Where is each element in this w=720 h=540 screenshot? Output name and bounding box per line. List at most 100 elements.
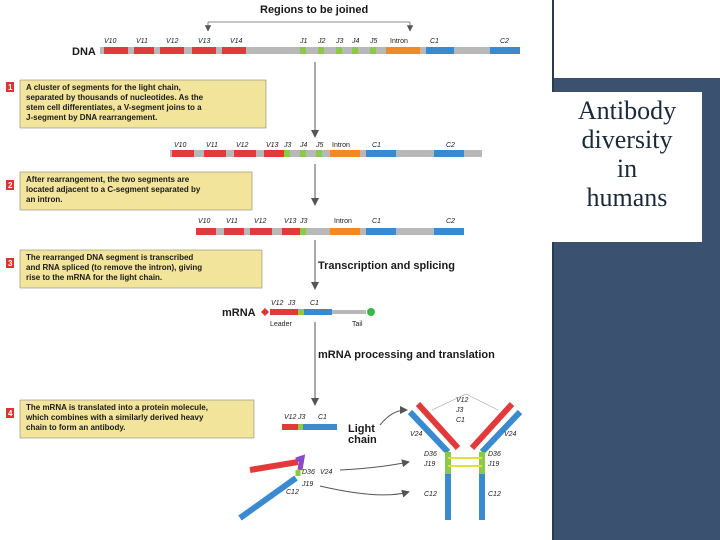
- step-text-line: stem cell differentiates, a V-segment jo…: [26, 103, 202, 112]
- light-chain-label: Light: [348, 423, 375, 435]
- step-text-line: rise to the mRNA for the light chain.: [26, 273, 162, 282]
- segment-label: Intron: [334, 218, 352, 225]
- segment-label: C1: [372, 142, 381, 149]
- segment-label: C2: [446, 142, 455, 149]
- segment-label: D36: [488, 451, 501, 458]
- segment-label: V11: [226, 218, 238, 225]
- header-label: Regions to be joined: [260, 4, 368, 16]
- dna-row-adjacent: V10 V11 V12 V13 J3 Intron C1 C2: [196, 218, 464, 235]
- segment-label: J19: [301, 481, 313, 488]
- dna-row-germline: V10 V11 V12 V13 V14 J1 J2 J3 J4 J5 Intro…: [100, 38, 520, 54]
- segment-label: C12: [488, 491, 501, 498]
- segment-label: J3: [283, 142, 292, 149]
- segment-label: D36: [424, 451, 437, 458]
- step-2-box: 2 After rearrangement, the two segments …: [6, 171, 253, 211]
- heavy-chain: D36 V24 J19 C12: [238, 454, 333, 521]
- step-text-line: The mRNA is translated into a protein mo…: [26, 403, 208, 412]
- segment-label: C1: [318, 414, 327, 421]
- segment-label: V12: [254, 218, 267, 225]
- step-text-line: After rearrangement, the two segments ar…: [26, 175, 190, 184]
- segment-label: V10: [174, 142, 187, 149]
- segment-label: C2: [500, 38, 509, 45]
- assembly-arrow: [339, 459, 410, 471]
- tail-marker: [367, 308, 375, 316]
- step-4-box: 4 The mRNA is translated into a protein …: [6, 399, 255, 439]
- step-number-badge: [6, 408, 14, 418]
- title-line: diversity: [581, 125, 673, 154]
- title-line: in: [616, 154, 638, 183]
- light-chain: V12 J3 C1 Light chain: [282, 414, 377, 446]
- segment-label: C1: [310, 300, 319, 307]
- segment-label: V24: [320, 469, 333, 476]
- transcription-label: Transcription and splicing: [318, 260, 455, 272]
- segment-label: C1: [456, 417, 465, 424]
- title-panel: [552, 0, 720, 540]
- segment-label: Intron: [390, 38, 408, 45]
- step-text-line: A cluster of segments for the light chai…: [26, 83, 181, 92]
- segment-label: C2: [446, 218, 455, 225]
- step-3-box: 3 The rearranged DNA segment is transcri…: [6, 249, 263, 289]
- step-text-line: separated by thousands of nucleotides. A…: [26, 93, 204, 102]
- step-text-line: and RNA spliced (to remove the intron), …: [26, 263, 202, 272]
- segment-label: V13: [198, 38, 211, 45]
- step-text-line: located adjacent to a C-segment separate…: [26, 185, 201, 194]
- step-text-line: J-segment by DNA rearrangement.: [26, 113, 157, 122]
- step-number-badge: [6, 180, 14, 190]
- segment-label: V13: [266, 142, 279, 149]
- segment-label: V11: [206, 142, 218, 149]
- antibody-molecule: V12 J3 C1 V24 V24 D36 J19 D36 J19 C12 C1…: [407, 393, 523, 520]
- panel-top-strip: [552, 0, 720, 78]
- segment-label: C12: [424, 491, 437, 498]
- segment-label: V12: [271, 300, 284, 307]
- step-text-line: which combines with a similarly derived …: [25, 413, 204, 422]
- step-text-line: an intron.: [26, 195, 62, 204]
- segment-label: V13: [284, 218, 297, 225]
- assembly-arrow: [319, 485, 410, 498]
- segment-label: J5: [369, 38, 378, 45]
- segment-label: J2: [317, 38, 326, 45]
- antibody-diagram: Regions to be joined DNA V10 V11 V12 V13…: [6, 4, 523, 521]
- assembly-arrow: [379, 406, 408, 426]
- step-number: 2: [8, 181, 13, 190]
- segment-label: J19: [487, 461, 499, 468]
- segment-label: C12: [286, 489, 299, 496]
- step-1-box: 1 A cluster of segments for the light ch…: [6, 79, 267, 129]
- segment-label: D36: [302, 469, 315, 476]
- segment-label: J1: [299, 38, 308, 45]
- step-number: 4: [8, 409, 13, 418]
- segment-label: J5: [315, 142, 324, 149]
- mrna-strand: mRNA V12 J3 C1 Leader Tail: [222, 300, 375, 328]
- light-chain-label: chain: [348, 434, 377, 446]
- segment-label: V24: [504, 431, 517, 438]
- panel-edge: [552, 0, 554, 540]
- segment-label: J4: [351, 38, 360, 45]
- title-box: [552, 92, 702, 242]
- step-number: 3: [8, 259, 13, 268]
- step-text-line: The rearranged DNA segment is transcribe…: [26, 253, 193, 262]
- step-number: 1: [8, 83, 13, 92]
- step-number-badge: [6, 258, 14, 268]
- segment-label: V11: [136, 38, 148, 45]
- title-line: Antibody: [577, 96, 677, 125]
- segment-label: V24: [410, 431, 423, 438]
- segment-label: J3: [335, 38, 344, 45]
- segment-label: C1: [430, 38, 439, 45]
- slide-title: Antibody diversity in humans: [552, 96, 702, 212]
- segment-label: V12: [236, 142, 249, 149]
- segment-label: V12: [166, 38, 179, 45]
- mrna-label: mRNA: [222, 307, 256, 319]
- segment-label: V14: [230, 38, 243, 45]
- segment-label: V10: [104, 38, 117, 45]
- tail-label: Tail: [352, 321, 363, 328]
- segment-label: J3: [299, 218, 308, 225]
- leader-label: Leader: [270, 321, 292, 328]
- segment-label: J3: [455, 407, 464, 414]
- segment-label: J19: [423, 461, 435, 468]
- segment-label: V10: [198, 218, 211, 225]
- segment-label: J4: [299, 142, 308, 149]
- dna-row-rearranged: V10 V11 V12 V13 J3 J4 J5 Intron C1 C2: [170, 142, 482, 157]
- segment-label: C1: [372, 218, 381, 225]
- step-text-line: chain to form an antibody.: [26, 423, 125, 432]
- segment-label: J3: [287, 300, 296, 307]
